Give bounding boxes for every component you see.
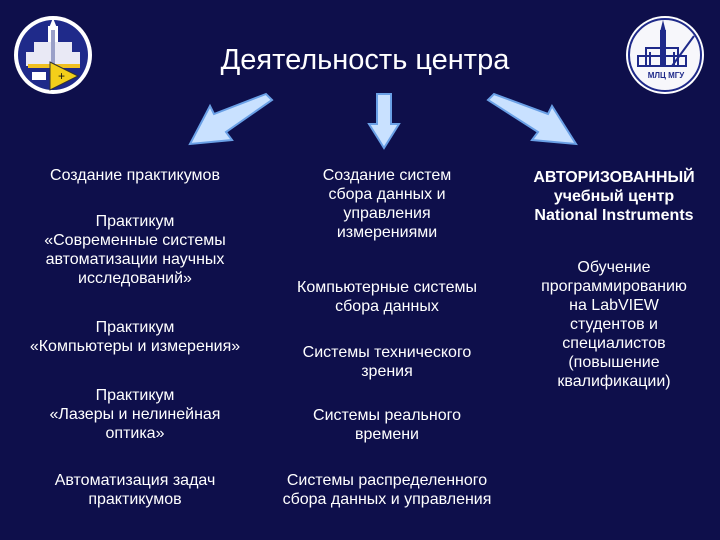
right-body-line: специалистов (562, 335, 666, 352)
right-heading-line: учебный центр (553, 188, 675, 205)
middle-item-3-line: Системы реального (313, 407, 461, 424)
right-body-line: Обучение (577, 259, 651, 276)
left-item-1-line: исследований» (78, 270, 192, 287)
middle-item-1: Компьютерные системы сбора данных (262, 278, 512, 316)
middle-heading-line: измерениями (336, 224, 438, 241)
left-item-1-line: автоматизации научных (45, 251, 225, 268)
msu-logo: + (12, 14, 94, 96)
middle-item-1-line: Компьютерные системы (297, 279, 477, 296)
right-column-body: Обучение программированию на LabVIEW сту… (512, 258, 716, 391)
left-item-2-line: Практикум (95, 319, 175, 336)
middle-item-4-line: сбора данных и управления (282, 491, 492, 508)
svg-text:МЛЦ МГУ: МЛЦ МГУ (648, 71, 686, 80)
arrow-right-icon (486, 92, 578, 146)
right-body-line: квалификации) (557, 373, 671, 390)
right-body-line: программированию (541, 278, 687, 295)
middle-item-1-line: сбора данных (335, 298, 439, 315)
right-column-heading: АВТОРИЗОВАННЫЙ учебный центр National In… (512, 168, 716, 225)
middle-column: Создание систем сбора данных и управлени… (262, 166, 512, 526)
left-item-1-line: «Современные системы (44, 232, 226, 249)
svg-text:+: + (58, 69, 65, 83)
middle-item-2-line: Системы технического (302, 344, 472, 361)
middle-heading-line: управления (343, 205, 431, 222)
right-body-line: (повышение (568, 354, 660, 371)
middle-item-2: Системы технического зрения (262, 343, 512, 381)
arrow-down-icon (367, 93, 401, 150)
middle-column-heading: Создание систем сбора данных и управлени… (262, 166, 512, 242)
page-title: Деятельность центра (220, 44, 510, 76)
left-item-4: Автоматизация задач практикумов (10, 471, 260, 509)
middle-item-3: Системы реального времени (262, 406, 512, 444)
arrow-left-icon (188, 92, 274, 146)
right-heading-line: АВТОРИЗОВАННЫЙ (533, 169, 695, 186)
left-item-3-line: Практикум (95, 387, 175, 404)
left-item-1-line: Практикум (95, 213, 175, 230)
middle-heading-line: сбора данных и (328, 186, 446, 203)
left-item-2-line: «Компьютеры и измерения» (29, 338, 241, 355)
right-heading-line: National Instruments (534, 207, 694, 224)
left-column: Создание практикумов Практикум «Современ… (10, 166, 260, 526)
middle-item-2-line: зрения (361, 363, 413, 380)
middle-item-3-line: времени (355, 426, 419, 443)
left-item-4-line: Автоматизация задач (54, 472, 216, 489)
mlc-msu-logo: МЛЦ МГУ (624, 14, 706, 96)
right-body-line: студентов и (570, 316, 658, 333)
middle-heading-line: Создание систем (322, 167, 452, 184)
middle-item-4: Системы распределенного сбора данных и у… (262, 471, 512, 509)
left-item-3-line: «Лазеры и нелинейная (49, 406, 221, 423)
right-body-line: на LabVIEW (569, 297, 659, 314)
left-item-4-line: практикумов (88, 491, 182, 508)
middle-item-4-line: Системы распределенного (286, 472, 488, 489)
right-column: АВТОРИЗОВАННЫЙ учебный центр National In… (512, 166, 716, 526)
left-item-3-line: оптика» (105, 425, 165, 442)
left-item-1: Практикум «Современные системы автоматиз… (10, 212, 260, 288)
left-column-heading: Создание практикумов (50, 167, 220, 184)
left-item-3: Практикум «Лазеры и нелинейная оптика» (10, 386, 260, 443)
left-item-2: Практикум «Компьютеры и измерения» (10, 318, 260, 356)
